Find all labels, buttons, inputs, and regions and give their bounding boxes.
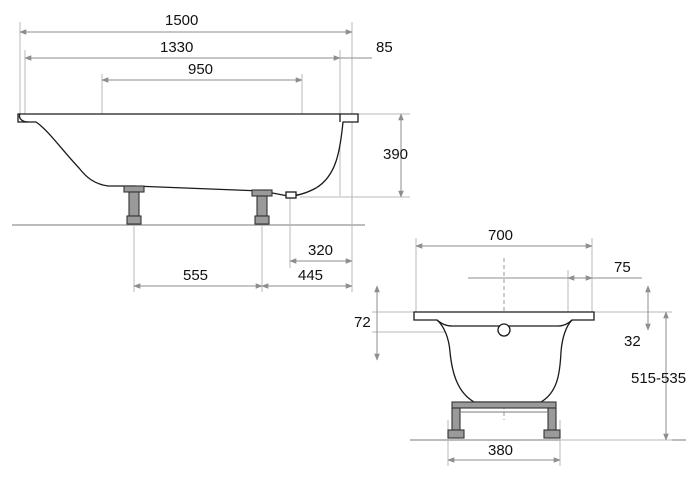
end-view: 700 75 72 32 515-535 380 xyxy=(354,227,686,466)
leg-frame xyxy=(447,401,561,439)
side-view: 1500 1330 85 950 390 320 555 445 xyxy=(12,12,410,292)
tub-side-outline xyxy=(17,113,359,197)
dim-rim-width: 75 xyxy=(614,259,631,276)
leg-front xyxy=(123,185,145,225)
dim-depth-left: 72 xyxy=(354,314,371,331)
waste-outlet xyxy=(285,191,297,199)
dim-drain-offset: 320 xyxy=(308,242,333,259)
overflow-outlet xyxy=(497,323,511,337)
dim-leg-spacing: 950 xyxy=(188,61,213,78)
dim-total-length: 1500 xyxy=(165,12,198,29)
dim-rim-right: 85 xyxy=(376,39,393,56)
dim-leg-to-end: 445 xyxy=(298,267,323,284)
dim-leg-to-front: 555 xyxy=(183,267,208,284)
dim-inner-length: 1330 xyxy=(160,39,193,56)
dim-leg-width: 380 xyxy=(488,442,513,459)
dim-width: 700 xyxy=(488,227,513,244)
dim-overall-height: 515-535 xyxy=(631,370,686,387)
dim-rim-height: 32 xyxy=(624,333,641,350)
dim-height: 390 xyxy=(383,146,408,163)
leg-rear xyxy=(251,189,273,225)
rim-fillet-left xyxy=(18,113,29,123)
